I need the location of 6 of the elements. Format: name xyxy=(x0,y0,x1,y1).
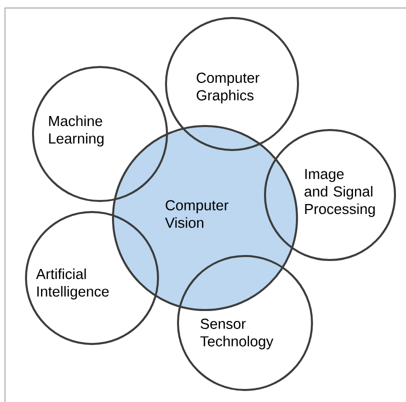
circle-label: Sensor Technology xyxy=(200,318,274,350)
circle-label: Artificial Intelligence xyxy=(36,268,109,300)
circle-label: Image and Signal Processing xyxy=(304,169,375,217)
circle-label: Computer Vision xyxy=(165,200,228,228)
circle-label: Machine Learning xyxy=(49,116,104,147)
circle-label: Computer Graphics xyxy=(196,72,260,104)
